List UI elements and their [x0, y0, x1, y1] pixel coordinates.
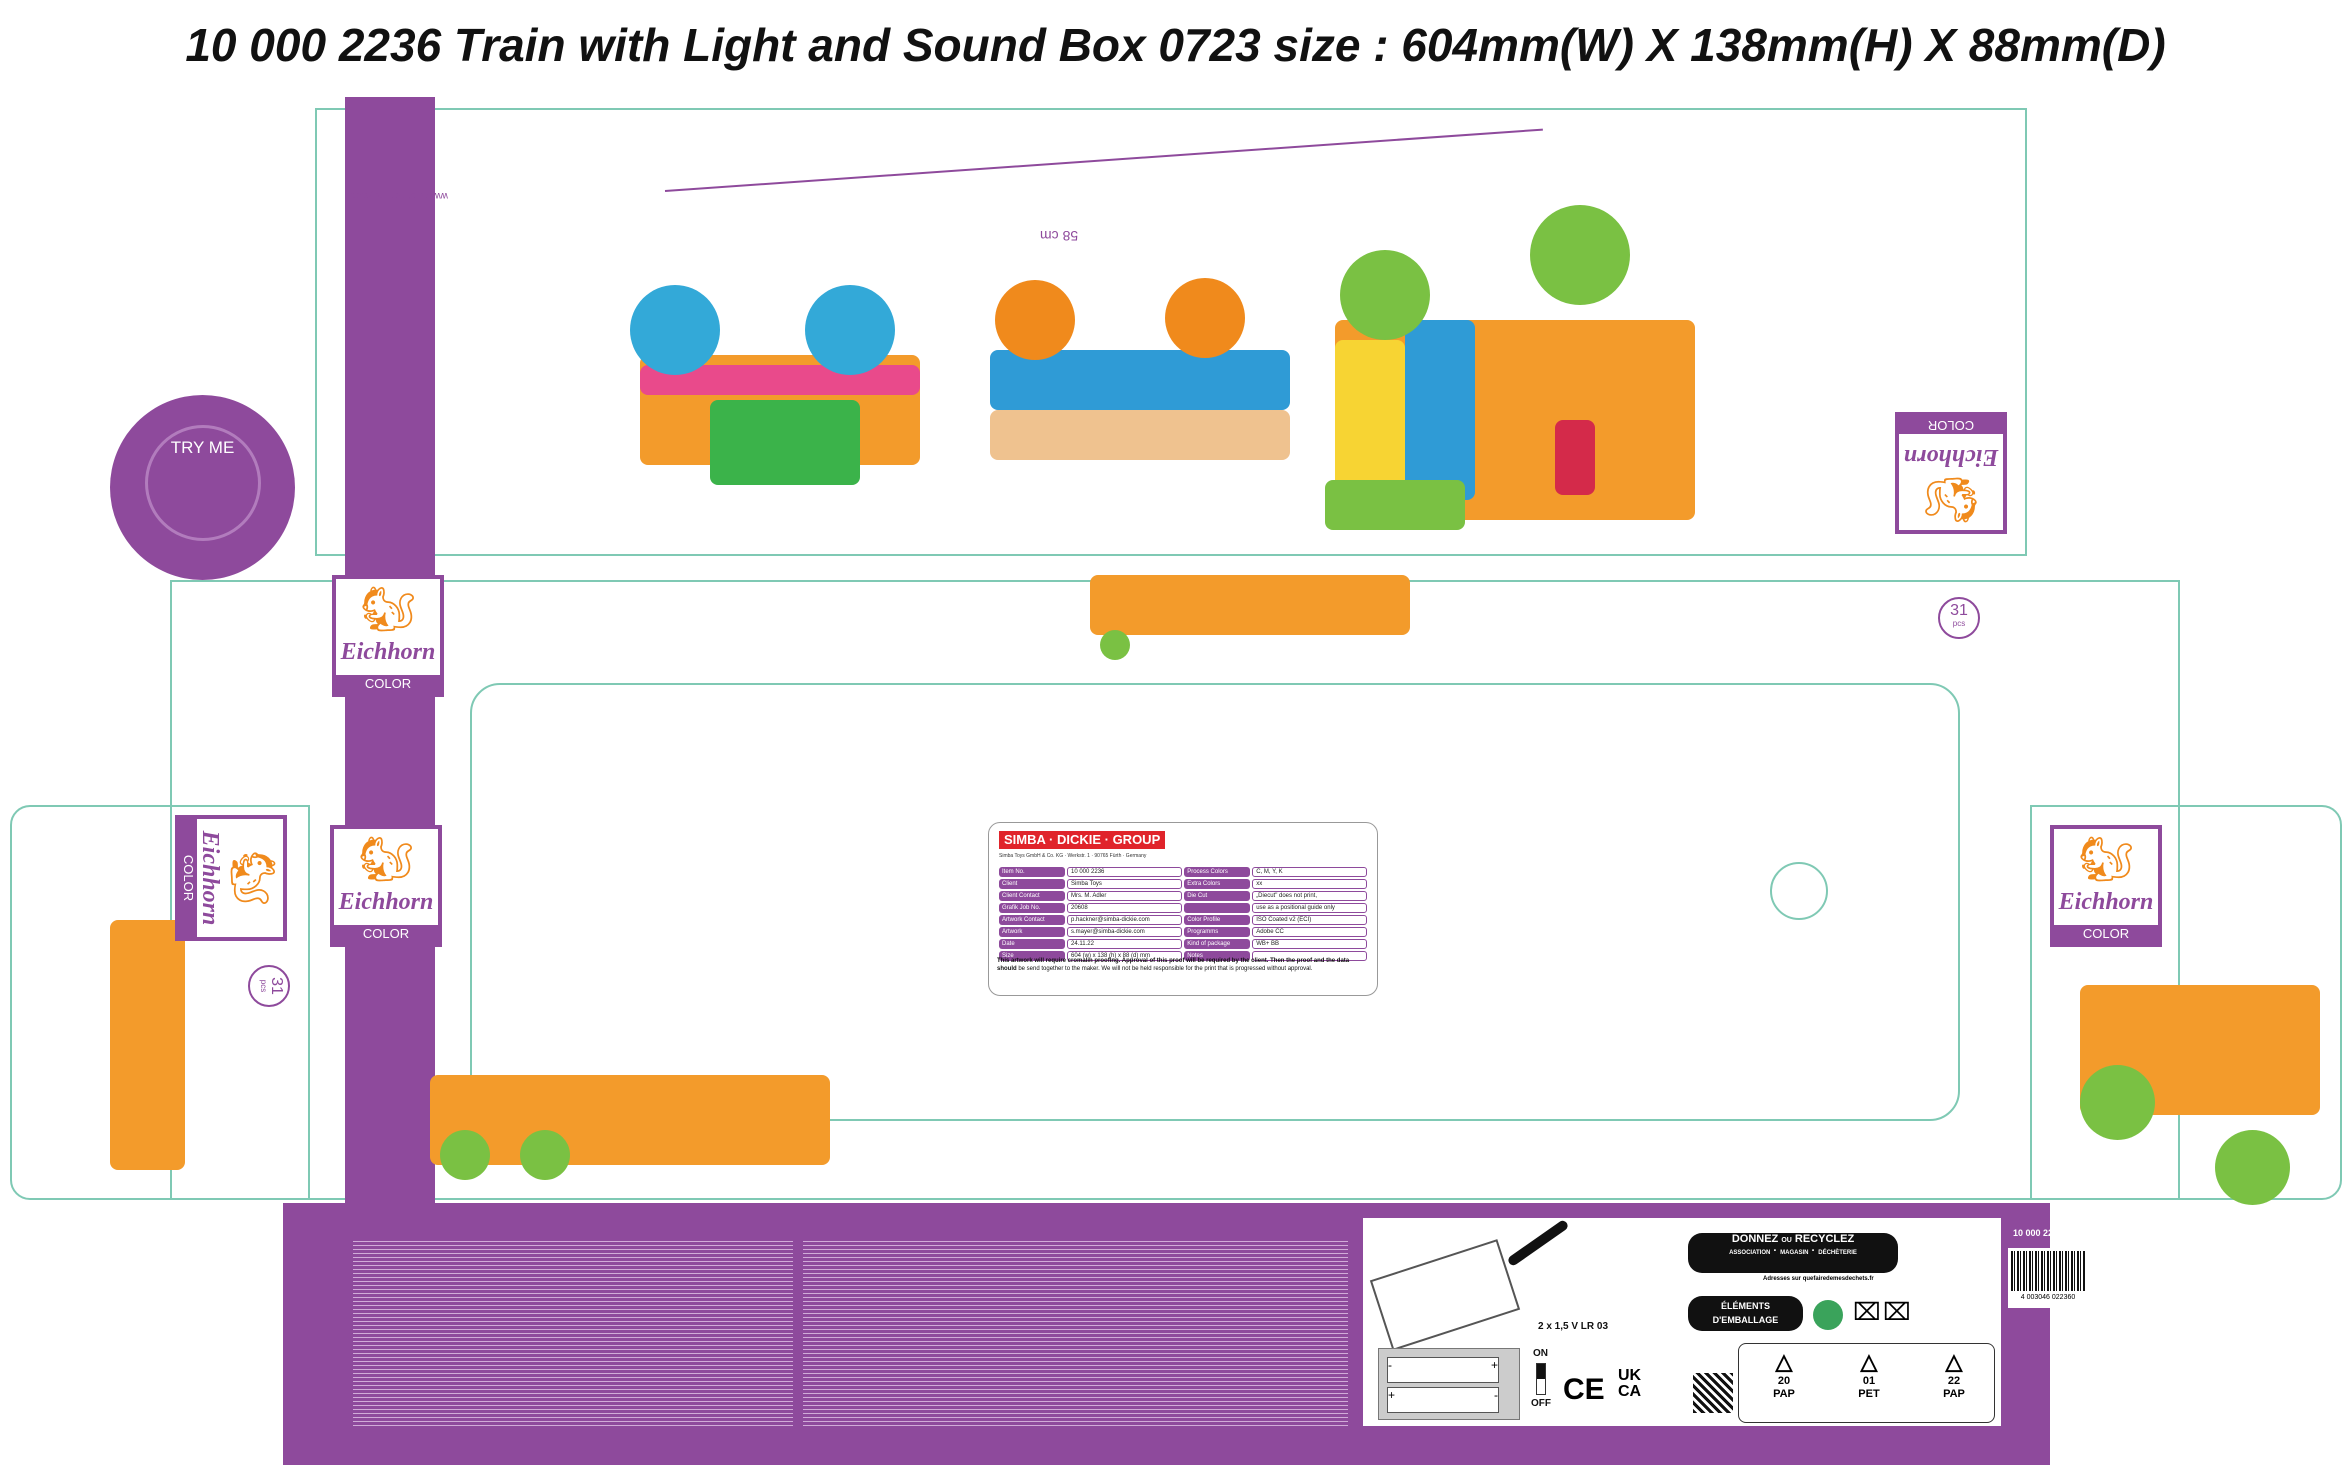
legal-text-block	[353, 1238, 793, 1428]
info-cell: Color Profile	[1184, 915, 1251, 925]
battery-spec: 2 x 1,5 V LR 03	[1538, 1321, 1609, 1332]
info-cell: Mrs. M. Adler	[1067, 891, 1183, 901]
info-row: Grafik Job No.20608 use as a positional g…	[999, 903, 1367, 913]
info-cell: Item No.	[999, 867, 1065, 877]
on-off-switch	[1536, 1363, 1546, 1395]
info-cell: Simba Toys	[1067, 879, 1183, 889]
hang-hole	[1770, 862, 1828, 920]
try-me-button[interactable]: TRY ME	[110, 395, 295, 580]
screwdriver-icon	[1506, 1218, 1570, 1268]
info-cell: WB+ BB	[1252, 939, 1367, 949]
info-cell: xx	[1252, 879, 1367, 889]
squirrel-icon: 🐿	[228, 850, 277, 906]
info-cell: Die Cut	[1184, 891, 1251, 901]
info-cell: Size	[999, 951, 1065, 961]
info-cell: Extra Colors	[1184, 879, 1251, 889]
info-cell: 20608	[1067, 903, 1183, 913]
qr-code	[1693, 1373, 1733, 1413]
info-cell: C, M, Y, K	[1252, 867, 1367, 877]
barcode-item-number: 10 000 2236	[2013, 1228, 2064, 1238]
left-flap-outline	[10, 805, 310, 1200]
info-cell	[1252, 951, 1367, 961]
recycle-triangle-icon: △	[1775, 1349, 1793, 1374]
info-cell: Artwork Contact	[999, 915, 1065, 925]
info-cell: p.hackner@simba-dickie.com	[1067, 915, 1183, 925]
window-cutout	[470, 683, 1960, 1121]
grs-recycle-icon	[1813, 1300, 1843, 1330]
info-cell: Process Colors	[1184, 867, 1251, 877]
info-cell: Artwork	[999, 927, 1065, 937]
info-cell: Client	[999, 879, 1065, 889]
bottom-panel: -+ +- ON OFF 2 x 1,5 V LR 03 DONNEZ OU R…	[283, 1203, 2088, 1465]
squirrel-icon: 🐿	[2078, 835, 2134, 884]
info-cell: ISO Coated v2 (ECI)	[1252, 915, 1367, 925]
squirrel-icon: 🐿	[360, 585, 416, 634]
website-text: www.eichhorn-toys.de	[350, 190, 448, 201]
triman-info-elements: ÉLÉMENTS D'EMBALLAGE	[1688, 1296, 1803, 1331]
recycle-triangle-icon: △	[1860, 1349, 1878, 1374]
info-cell: 10 000 2236	[1067, 867, 1183, 877]
weee-bin-icon: ⌧	[1883, 1299, 1911, 1326]
top-panel-outline	[315, 108, 2027, 556]
right-flap-outline	[2030, 805, 2342, 1200]
info-cell	[1184, 903, 1251, 913]
triman-info-donnez: DONNEZ OU RECYCLEZ ASSOCIATION · MAGASIN…	[1688, 1233, 1898, 1273]
ukca-mark: UK CA	[1618, 1367, 1642, 1400]
squirrel-icon: 🐿	[1923, 475, 1979, 524]
battery-compartment: -+ +-	[1378, 1348, 1520, 1420]
measure-label: 58 cm	[1040, 228, 1079, 244]
recycle-triangle-icon: △	[1945, 1349, 1963, 1374]
info-cell: „Diecut" does not print,	[1252, 891, 1367, 901]
weee-bin-icon: ⌧	[1853, 1299, 1881, 1326]
info-cell: Programms	[1184, 927, 1251, 937]
info-cell: Kind of package	[1184, 939, 1251, 949]
info-cell: 24.11.22	[1067, 939, 1183, 949]
info-cell: Client Contact	[999, 891, 1065, 901]
info-cell: Date	[999, 939, 1065, 949]
info-cell: Grafik Job No.	[999, 903, 1065, 913]
barcode: 4 003046 022360	[2008, 1248, 2088, 1308]
legal-text-block	[803, 1238, 1348, 1428]
artwork-info-sheet: SIMBA · DICKIE · GROUP Simba Toys GmbH &…	[988, 822, 1378, 996]
info-cell: Notes	[1184, 951, 1251, 961]
simba-dickie-logo: SIMBA · DICKIE · GROUP	[999, 831, 1166, 849]
compliance-label: -+ +- ON OFF 2 x 1,5 V LR 03 DONNEZ OU R…	[1363, 1218, 2001, 1426]
battery-cover	[1369, 1239, 1521, 1351]
info-cell: s.mayer@simba-dickie.com	[1067, 927, 1183, 937]
ce-mark: CE	[1563, 1373, 1605, 1406]
info-cell: Adobe CC	[1252, 927, 1367, 937]
info-cell: use as a positional guide only	[1252, 903, 1367, 913]
squirrel-icon: 🐿	[358, 835, 414, 884]
info-cell: 604 (w) x 138 (h) x 88 (d) mm	[1067, 951, 1183, 961]
page-title: 10 000 2236 Train with Light and Sound B…	[185, 19, 2166, 71]
